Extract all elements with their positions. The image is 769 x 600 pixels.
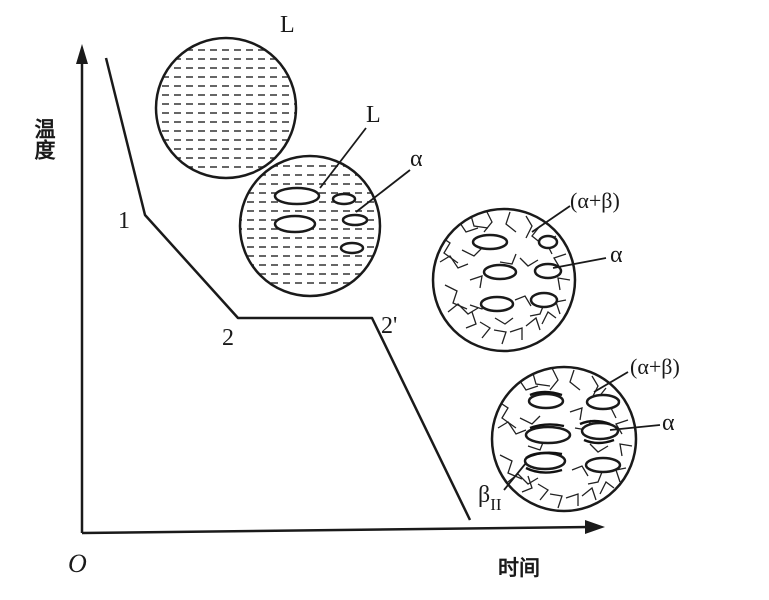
leader-alpha-mid <box>355 169 411 213</box>
liquid-circle <box>154 36 298 180</box>
y-axis-label: 温度 <box>32 118 56 161</box>
leader-alpha-4 <box>609 424 661 431</box>
x-axis <box>81 525 591 535</box>
beta-symbol: β <box>478 482 490 508</box>
label-alpha-mid: α <box>410 146 423 172</box>
leader-eutectic-3 <box>531 205 571 233</box>
label-beta-secondary: βII <box>478 482 502 514</box>
eutectic-beta-circle <box>490 365 638 513</box>
origin-label: O <box>68 549 87 578</box>
beta-subscript: II <box>490 495 502 514</box>
point-label-2prime: 2' <box>381 313 397 339</box>
label-liquid-top: L <box>280 12 295 38</box>
leader-beta-secondary <box>503 462 527 491</box>
label-eutectic-4: (α+β) <box>630 354 680 379</box>
axes <box>76 44 605 535</box>
leader-alpha-3 <box>552 257 607 269</box>
liquid-alpha-circle <box>238 154 382 298</box>
label-eutectic-3: (α+β) <box>570 188 620 213</box>
label-alpha-4: α <box>662 410 675 436</box>
x-axis-label: 时间 <box>498 556 540 580</box>
cooling-curve <box>104 57 472 521</box>
leader-liquid-mid <box>319 127 367 189</box>
label-liquid-mid: L <box>366 102 381 128</box>
leader-eutectic-4 <box>593 371 629 393</box>
point-label-1: 1 <box>118 208 130 234</box>
point-label-2: 2 <box>222 325 234 351</box>
x-axis-arrow <box>585 520 605 534</box>
label-alpha-3: α <box>610 242 623 268</box>
eutectic-circle <box>431 207 577 353</box>
y-axis-arrow <box>76 44 88 64</box>
